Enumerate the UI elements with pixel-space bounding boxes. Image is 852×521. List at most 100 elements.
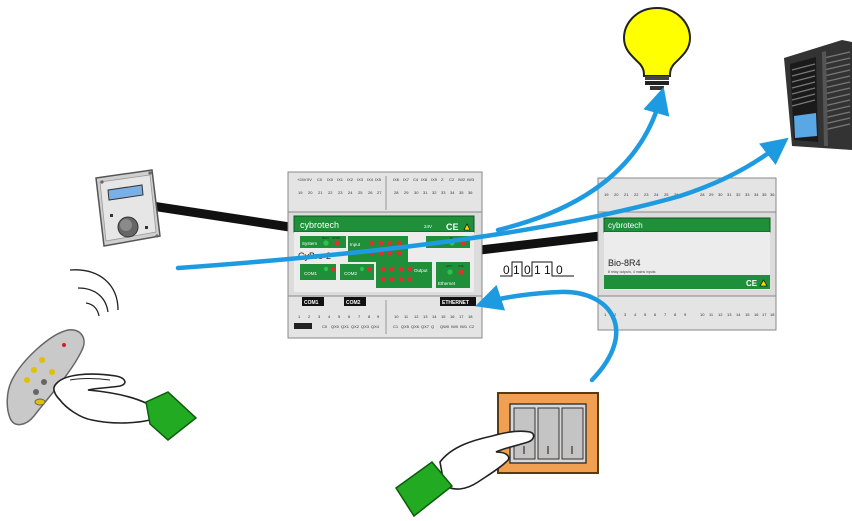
- module-bottom-numbers: 1 2 3 4 5 6 7 8 9 10 11 12 13 14 15 16 1…: [604, 312, 775, 317]
- input-label: Input: [350, 242, 361, 247]
- terminal-label: IX8: [421, 177, 428, 182]
- terminal-number: 33: [745, 192, 750, 197]
- terminal-number: 20: [308, 190, 313, 195]
- terminal-number: 13: [727, 312, 732, 317]
- ethernet-port-label: ETHERNET: [442, 300, 469, 306]
- terminal-number: 13: [423, 314, 428, 319]
- com2-port-label: COM2: [346, 300, 361, 306]
- input-leds: [369, 240, 402, 256]
- controller-bottom-terminals: C0 QX0 QX1 QX2 QX3 QX4 C1 QX5 QX6 QX7 Q …: [322, 324, 475, 329]
- terminal-label: Q: [431, 324, 434, 329]
- window-blinds-icon: [784, 40, 852, 150]
- terminal-number: 3: [318, 314, 321, 319]
- terminal-number: 30: [718, 192, 723, 197]
- terminal-number: 1: [298, 314, 301, 319]
- terminal-number: 36: [770, 192, 775, 197]
- terminal-label: IW1: [460, 324, 468, 329]
- terminal-number: 7: [664, 312, 667, 317]
- terminal-label: IX7: [403, 177, 410, 182]
- terminal-label: IX1: [337, 177, 344, 182]
- signal-bit: 1: [544, 263, 551, 277]
- terminal-label: C4: [413, 177, 419, 182]
- module-brand: cybrotech: [608, 221, 643, 230]
- terminal-number: 4: [328, 314, 331, 319]
- signal-bit: 0: [556, 263, 563, 277]
- controller-power: 24V: [424, 224, 432, 229]
- terminal-number: 25: [358, 190, 363, 195]
- terminal-label: IX0: [327, 177, 334, 182]
- signal-bit: 1: [534, 263, 541, 277]
- signal-bit: 0: [524, 263, 531, 277]
- terminal-number: 35: [459, 190, 464, 195]
- terminal-label: QX3: [361, 324, 370, 329]
- signal-arrows: [175, 87, 789, 383]
- com2-label: COM2: [344, 271, 357, 276]
- terminal-number: 4: [634, 312, 637, 317]
- terminal-number: 10: [394, 314, 399, 319]
- cables: [151, 201, 601, 255]
- output-leds: [380, 266, 413, 282]
- terminal-number: 8: [674, 312, 677, 317]
- terminal-number: 12: [718, 312, 723, 317]
- terminal-number: 30: [414, 190, 419, 195]
- terminal-number: 9: [377, 314, 380, 319]
- terminal-number: 29: [709, 192, 714, 197]
- terminal-number: 36: [468, 190, 473, 195]
- hand-icon: [394, 430, 535, 518]
- wall-switch-icon: [497, 392, 599, 474]
- terminal-number: 15: [441, 314, 446, 319]
- terminal-number: 35: [762, 192, 767, 197]
- rx-label: Rx: [450, 236, 454, 240]
- terminal-number: 21: [318, 190, 323, 195]
- terminal-number: 2: [308, 314, 311, 319]
- hand-icon: [53, 373, 198, 441]
- run-label: RUN: [322, 236, 329, 240]
- terminal-number: 11: [404, 314, 409, 319]
- controller-top-terminals: +24V 0V C0 IX0 IX1 IX2 IX3 IX4 IX5 IX6 I…: [297, 177, 475, 182]
- thermostat-icon: [95, 169, 161, 247]
- system-label: System: [302, 241, 317, 246]
- warning-icon: [463, 223, 471, 231]
- terminal-label: QX7: [421, 324, 430, 329]
- terminal-label: QX2: [351, 324, 360, 329]
- terminal-number: 19: [298, 190, 303, 195]
- terminal-number: 3: [624, 312, 627, 317]
- thermostat-cable: [151, 201, 297, 233]
- terminal-label: IW0: [451, 324, 459, 329]
- terminal-number: 31: [423, 190, 428, 195]
- terminal-number: 27: [377, 190, 382, 195]
- terminal-number: 28: [700, 192, 705, 197]
- terminal-label: QX1: [341, 324, 350, 329]
- terminal-number: 25: [664, 192, 669, 197]
- terminal-label: C0: [317, 177, 323, 182]
- bus-signal: 0 1 0 1 1 0: [500, 261, 574, 277]
- terminal-number: 23: [338, 190, 343, 195]
- terminal-label: QW0: [440, 324, 450, 329]
- terminal-number: 16: [450, 314, 455, 319]
- terminal-number: 8: [368, 314, 371, 319]
- terminal-number: 11: [709, 312, 714, 317]
- terminal-number: 5: [338, 314, 341, 319]
- terminal-label: IX6: [393, 177, 400, 182]
- terminal-label: IW3: [467, 177, 475, 182]
- terminal-label: IX4: [367, 177, 374, 182]
- terminal-number: 5: [644, 312, 647, 317]
- terminal-number: 20: [614, 192, 619, 197]
- light-bulb-icon: [622, 6, 692, 90]
- terminal-label: C0: [322, 324, 328, 329]
- col-label: COL: [458, 264, 465, 268]
- terminal-label: IW2: [458, 177, 466, 182]
- signal-bit: 1: [513, 263, 520, 277]
- com2-rx-led: [359, 266, 365, 272]
- terminal-number: 6: [348, 314, 351, 319]
- terminal-number: 17: [762, 312, 767, 317]
- stop-label: STOP: [332, 236, 340, 240]
- com1-rx-led: [323, 266, 329, 272]
- terminal-label: QX5: [401, 324, 410, 329]
- terminal-label: IX5: [375, 177, 382, 182]
- din-logo: [294, 323, 312, 329]
- terminal-number: 28: [394, 190, 399, 195]
- output-label: Output: [414, 268, 428, 273]
- warning-icon: [759, 279, 768, 287]
